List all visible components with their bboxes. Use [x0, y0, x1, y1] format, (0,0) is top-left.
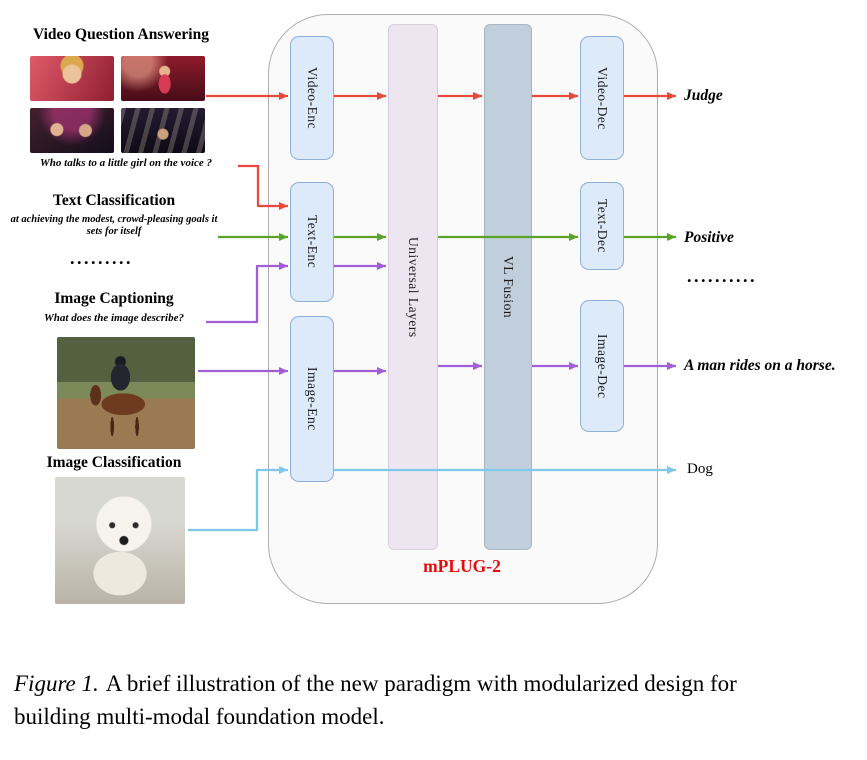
figure-caption-label: Figure 1. [14, 671, 99, 696]
module-universal-layers: Universal Layers [388, 24, 438, 550]
module-video-encoder: Video-Enc [290, 36, 334, 160]
module-text-encoder: Text-Enc [290, 182, 334, 302]
figure-caption: Figure 1.A brief illustration of the new… [14, 668, 806, 733]
video-thumbnail-3 [30, 108, 114, 153]
video-thumbnail-2 [121, 56, 205, 101]
module-vl-fusion: VL Fusion [484, 24, 532, 550]
module-video-decoder: Video-Dec [580, 36, 624, 160]
model-name-label: mPLUG-2 [423, 556, 501, 576]
task-title-image-captioning: Image Captioning [54, 290, 174, 307]
output-text-classification: Positive [684, 229, 734, 246]
video-thumbnails [30, 56, 205, 153]
horse-photo [57, 337, 195, 449]
ellipsis-right: .......... [687, 266, 757, 286]
task-title-text-classification: Text Classification [52, 192, 176, 209]
captioning-question-text: What does the image describe? [44, 312, 184, 324]
task-title-video-qa: Video Question Answering [33, 26, 209, 43]
output-video-qa: Judge [684, 87, 723, 104]
ellipsis-left: ......... [70, 248, 133, 268]
figure-caption-text: A brief illustration of the new paradigm… [14, 671, 737, 729]
output-image-classification: Dog [687, 461, 713, 477]
module-text-decoder: Text-Dec [580, 182, 624, 270]
video-question-text: Who talks to a little girl on the voice … [39, 157, 213, 169]
module-image-decoder: Image-Dec [580, 300, 624, 432]
task-title-image-classification: Image Classification [46, 454, 182, 471]
video-thumbnail-4 [121, 108, 205, 153]
video-thumbnail-1 [30, 56, 114, 101]
dog-photo [55, 477, 185, 604]
module-image-encoder: Image-Enc [290, 316, 334, 482]
output-image-caption: A man rides on a horse. [684, 357, 836, 374]
text-classification-input: at achieving the modest, crowd-pleasing … [10, 214, 218, 238]
